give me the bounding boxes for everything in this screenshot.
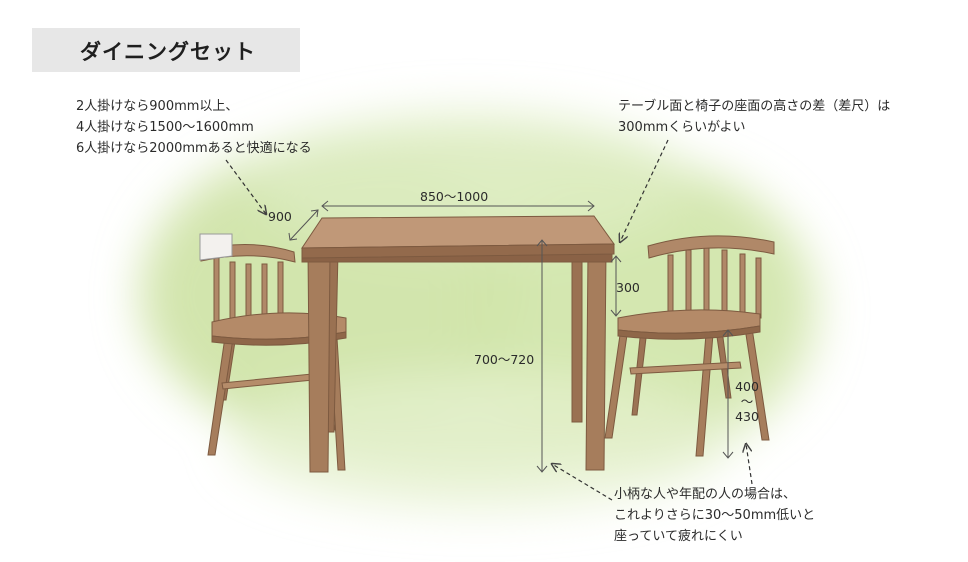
note-line: 2人掛けなら900mm以上、 [76, 99, 239, 114]
leader-arrow-sashaku-note [620, 139, 669, 242]
note-small-person: 小柄な人や年配の人の場合は、 これよりさらに30～50mm低いと 座っていて疲れ… [614, 484, 815, 547]
seat-height-max: 430 [735, 409, 759, 424]
right-chair [604, 235, 775, 457]
leader-arrow-width-note [225, 159, 266, 214]
seat-height-min: 400 [735, 379, 759, 394]
note-line: 4人掛けなら1500～1600mm [76, 120, 254, 135]
note-line: テーブル面と椅子の座面の高さの差（差尺）は [618, 99, 891, 114]
dimension-gap-label: 300 [616, 280, 640, 295]
title-bar: ダイニングセット [32, 28, 300, 72]
dimension-width-label: 850～1000 [420, 189, 489, 204]
leader-arrows [225, 139, 753, 501]
dimension-seat-height-label: 400 ～ 430 [731, 379, 763, 424]
dining-table [301, 215, 615, 473]
note-line: これよりさらに30～50mm低いと [614, 508, 816, 523]
seat-height-tilde: ～ [740, 394, 754, 409]
note-line: 300mmくらいがよい [618, 120, 746, 135]
note-line: 小柄な人や年配の人の場合は、 [614, 487, 797, 502]
note-line: 6人掛けなら2000mmあると快適になる [76, 141, 312, 156]
note-table-width: 2人掛けなら900mm以上、 4人掛けなら1500～1600mm 6人掛けなら2… [76, 96, 312, 159]
dimension-table-height-label: 700～720 [474, 352, 535, 367]
leader-arrow-seat-note [746, 444, 753, 485]
dimension-depth-label: 900 [268, 209, 292, 224]
leader-arrow-small-note [552, 464, 613, 501]
note-sashaku: テーブル面と椅子の座面の高さの差（差尺）は 300mmくらいがよい [618, 96, 890, 138]
page-title: ダイニングセット [80, 40, 256, 64]
note-line: 座っていて疲れにくい [614, 529, 743, 544]
dimension-lines [288, 200, 734, 473]
